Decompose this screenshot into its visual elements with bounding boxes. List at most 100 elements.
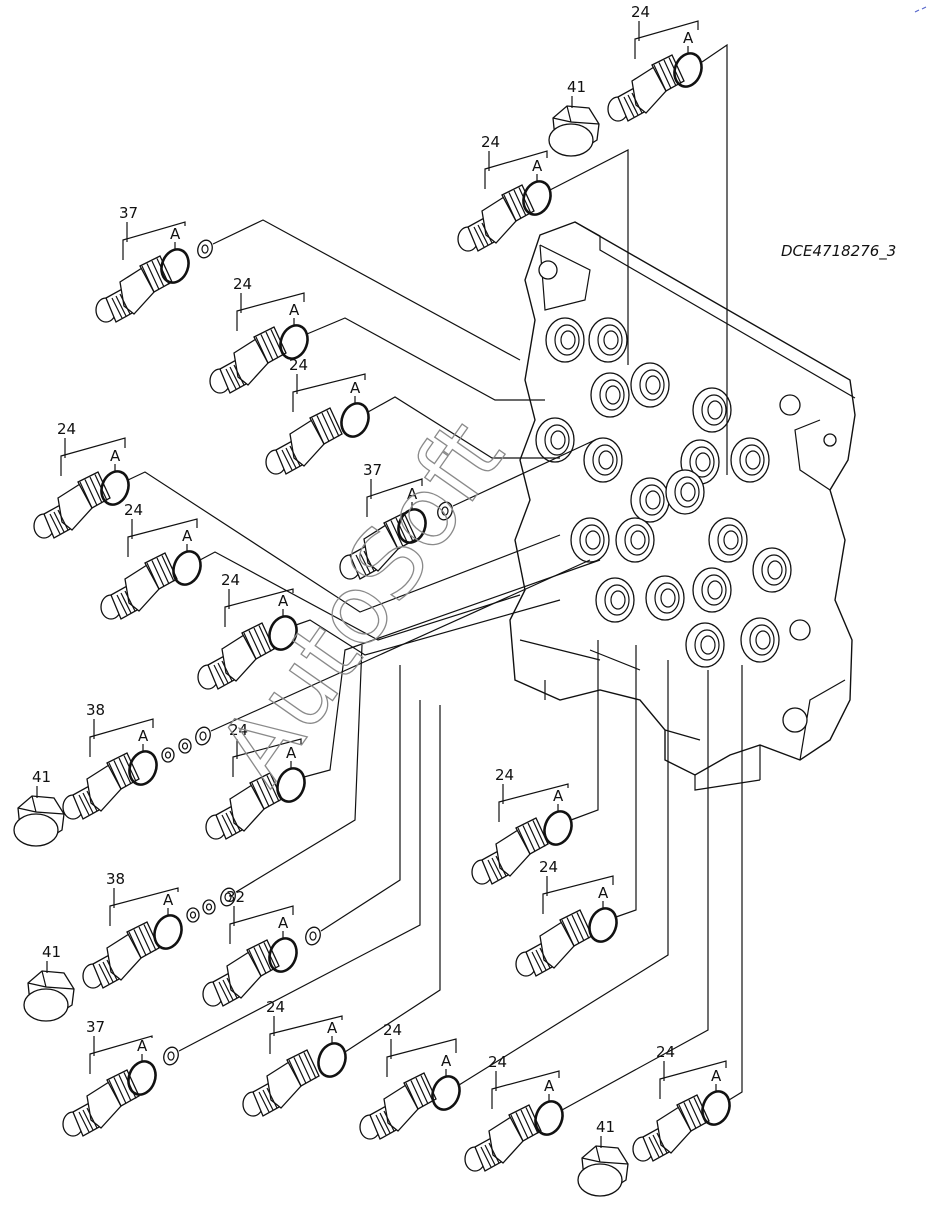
seal-letter-label: A <box>182 527 193 545</box>
label-bracket <box>292 373 366 412</box>
valve-block <box>509 221 856 791</box>
leader-line <box>320 665 401 932</box>
hydraulic-fitting <box>339 512 417 580</box>
hydraulic-fitting <box>209 326 287 394</box>
leader-line <box>549 149 629 365</box>
washer-hole <box>309 931 317 941</box>
hydraulic-fitting <box>202 939 280 1007</box>
part-number-label: 24 <box>383 1021 402 1039</box>
shim-ring <box>161 747 175 763</box>
valve-port <box>588 317 628 363</box>
valve-port <box>692 567 732 613</box>
o-ring <box>172 550 202 586</box>
label-bracket <box>498 783 569 822</box>
label-bracket <box>89 718 154 757</box>
valve-port <box>692 387 732 433</box>
leader-line <box>561 670 709 1111</box>
leader-line <box>199 551 521 641</box>
o-ring <box>397 508 427 544</box>
part-number-label: 24 <box>289 356 308 374</box>
hydraulic-fitting <box>464 1104 542 1172</box>
label-bracket <box>386 1038 457 1077</box>
label-bracket <box>224 588 294 627</box>
part-labels: A2441A24A37A24A24A37A24A24A24A3841A24A24… <box>32 3 727 1148</box>
hydraulic-fitting <box>62 752 140 820</box>
plug-fitting <box>23 970 75 1022</box>
part-number-label: 32 <box>226 888 245 906</box>
seal-letter-label: A <box>289 301 300 319</box>
seal-letter-label: A <box>138 727 149 745</box>
seal-letter-label: A <box>407 485 418 503</box>
valve-port <box>595 577 635 623</box>
hydraulic-fitting <box>100 552 178 620</box>
shim-ring <box>186 907 200 923</box>
o-ring <box>340 402 370 438</box>
label-bracket <box>229 905 294 944</box>
seal-letter-label: A <box>137 1037 148 1055</box>
seal-letter-label: A <box>350 379 361 397</box>
part-number-label: 24 <box>495 766 514 784</box>
valve-port <box>752 547 792 593</box>
watermark: AutoSoft <box>197 401 525 803</box>
valve-port <box>630 477 670 523</box>
part-number-label: 41 <box>42 943 61 961</box>
o-ring <box>522 180 552 216</box>
part-number-label: 24 <box>488 1053 507 1071</box>
washer-hole <box>224 892 232 902</box>
seal-letter-label: A <box>598 884 609 902</box>
valve-port <box>630 362 670 408</box>
valve-port <box>535 417 575 463</box>
label-bracket <box>127 518 198 557</box>
label-bracket <box>60 437 126 476</box>
part-number-label: 24 <box>124 501 143 519</box>
o-ring <box>160 248 190 284</box>
hydraulic-fitting <box>242 1049 320 1117</box>
leader-line <box>344 705 441 1053</box>
drawing-code: DCE4718276_3 <box>781 242 896 261</box>
valve-port <box>708 517 748 563</box>
o-ring <box>128 750 158 786</box>
leader-line <box>701 43 728 475</box>
seal-letter-label: A <box>110 447 121 465</box>
fittings <box>13 52 731 1197</box>
hydraulic-fitting <box>95 255 173 323</box>
valve-port <box>730 437 770 483</box>
part-number-label: 37 <box>363 461 382 479</box>
hydraulic-fitting <box>33 471 111 539</box>
part-number-label: 37 <box>86 1018 105 1036</box>
valve-ports <box>535 317 792 668</box>
seal-letter-label: A <box>711 1067 722 1085</box>
washer <box>197 239 213 259</box>
shim-hole <box>181 742 189 750</box>
leader-line <box>210 559 591 732</box>
hydraulic-fitting <box>197 622 275 690</box>
leader-line <box>306 317 545 401</box>
part-number-label: 41 <box>32 768 51 786</box>
part-number-label: 24 <box>656 1043 675 1061</box>
seal-letter-label: A <box>683 29 694 47</box>
seal-letter-label: A <box>278 914 289 932</box>
part-number-label: 24 <box>539 858 558 876</box>
label-bracket <box>109 887 179 926</box>
valve-port <box>615 517 655 563</box>
shim-hole <box>205 903 213 911</box>
leader-line <box>452 439 596 507</box>
part-number-label: 41 <box>567 78 586 96</box>
o-ring <box>701 1090 731 1126</box>
washer <box>220 887 236 907</box>
leader-line <box>295 599 561 656</box>
hydraulic-fitting <box>515 909 593 977</box>
seal-letter-label: A <box>544 1077 555 1095</box>
plug-fitting <box>577 1145 629 1197</box>
o-ring <box>317 1042 347 1078</box>
o-ring <box>268 937 298 973</box>
o-ring <box>268 615 298 651</box>
leader-line <box>458 660 669 1086</box>
label-bracket <box>491 1070 560 1109</box>
washer <box>437 501 453 521</box>
shim-ring <box>202 899 216 915</box>
washer-hole <box>199 731 207 741</box>
part-number-label: 38 <box>106 870 125 888</box>
leader-line <box>178 700 421 1052</box>
